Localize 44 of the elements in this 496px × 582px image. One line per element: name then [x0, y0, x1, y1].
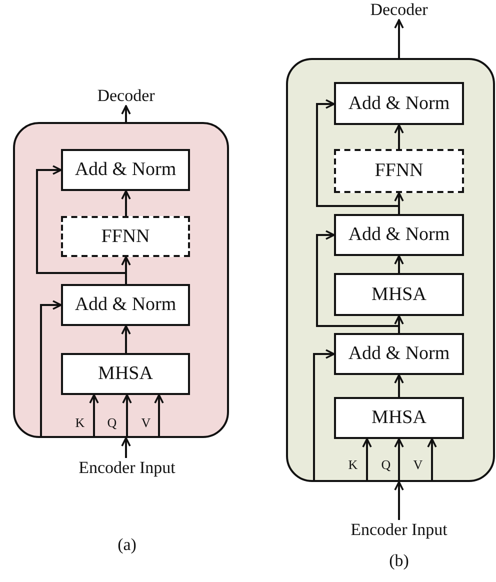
- input-label: Q: [381, 457, 391, 473]
- encoder-block-panel: [286, 58, 495, 482]
- io-label: Encoder Input: [66, 458, 188, 478]
- arrow: [154, 394, 164, 438]
- arrow: [40, 300, 62, 438]
- dashed-process-box: FFNN: [334, 149, 464, 193]
- process-box: Add & Norm: [334, 214, 464, 256]
- io-label: Decoder: [76, 86, 176, 106]
- arrow: [394, 481, 404, 520]
- dashed-process-box: FFNN: [61, 216, 190, 257]
- arrow: [394, 19, 404, 58]
- arrow: [89, 394, 99, 438]
- process-box: Add & Norm: [61, 149, 190, 191]
- arrow: [394, 438, 404, 482]
- arrow: [36, 165, 127, 284]
- arrow: [394, 124, 404, 149]
- process-box: Add & Norm: [61, 284, 190, 326]
- io-label: Decoder: [349, 0, 449, 20]
- io-label: Encoder Input: [338, 520, 460, 540]
- arrow: [121, 190, 131, 216]
- input-label: K: [348, 457, 358, 473]
- panel-caption: (a): [118, 535, 136, 555]
- arrow: [394, 255, 404, 273]
- arrow: [121, 437, 131, 458]
- arrow: [122, 394, 132, 438]
- input-label: V: [413, 457, 423, 473]
- encoder-block-panel: [13, 122, 229, 438]
- arrow: [394, 374, 404, 397]
- process-box: Add & Norm: [334, 333, 464, 375]
- input-label: K: [75, 415, 85, 431]
- process-box: MHSA: [334, 273, 464, 316]
- arrow: [362, 438, 372, 482]
- panel-caption: (b): [389, 551, 409, 571]
- input-label: Q: [107, 415, 117, 431]
- process-box: Add & Norm: [334, 82, 464, 125]
- process-box: MHSA: [334, 397, 464, 439]
- arrow: [121, 325, 131, 353]
- arrow: [121, 105, 131, 122]
- arrow: [316, 99, 400, 214]
- arrow: [427, 438, 437, 482]
- input-label: V: [141, 415, 151, 431]
- process-box: MHSA: [61, 353, 190, 395]
- arrow: [313, 349, 335, 482]
- arrow: [316, 230, 400, 333]
